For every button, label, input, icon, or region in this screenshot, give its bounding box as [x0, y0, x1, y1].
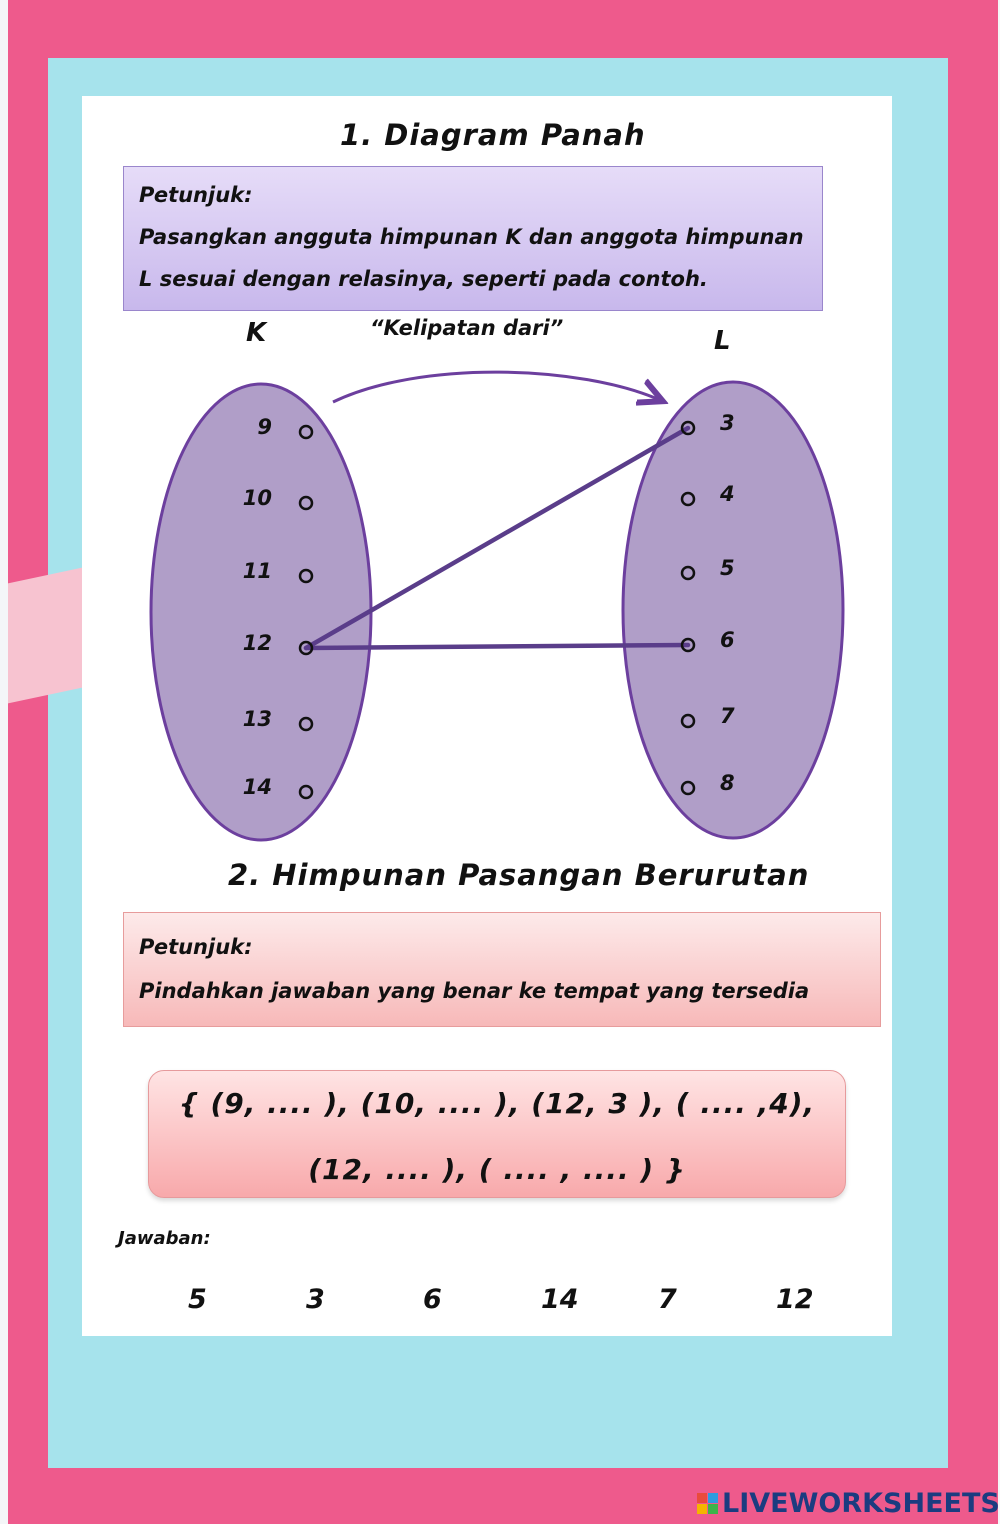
- liveworksheets-logo-icon: [697, 1493, 719, 1515]
- answer-choice[interactable]: 5: [188, 1284, 207, 1315]
- relation-arrow: [332, 370, 660, 402]
- instruction-text-line: L sesuai dengan relasinya, seperti pada …: [139, 267, 708, 291]
- set-l-element-label: 8: [720, 771, 735, 795]
- set-l-points: 3 4 5 6 7 8: [680, 411, 735, 796]
- answer-choice[interactable]: 3: [306, 1284, 325, 1315]
- set-k-element-label: 10: [243, 486, 272, 510]
- set-k-element-label: 14: [243, 775, 272, 799]
- set-k-points: 9 10 11 12 13 14: [243, 415, 314, 800]
- set-k-element-label: 9: [257, 415, 272, 439]
- set-l-element-label: 5: [720, 556, 735, 580]
- answer-choice[interactable]: 12: [776, 1284, 814, 1315]
- set-k-point[interactable]: [298, 424, 314, 440]
- watermark: LIVEWORKSHEETS: [722, 1488, 1000, 1519]
- set-l-element-label: 7: [720, 704, 735, 728]
- set-l-point[interactable]: [680, 637, 696, 653]
- set-l-point[interactable]: [680, 420, 696, 436]
- set-l-element-label: 3: [720, 411, 735, 435]
- instruction-text-line: Pasangkan angguta himpunan K dan anggota…: [139, 225, 804, 249]
- relation-label: “Kelipatan dari”: [370, 316, 564, 340]
- set-l-point[interactable]: [680, 565, 696, 581]
- answer-drop-area[interactable]: { (9, .... ), (10, .... ), (12, 3 ), ( .…: [148, 1070, 846, 1198]
- set-k-point[interactable]: [298, 568, 314, 584]
- instruction-box-2: Petunjuk: Pindahkan jawaban yang benar k…: [123, 912, 881, 1027]
- set-l-point[interactable]: [680, 491, 696, 507]
- set-k-element-label: 13: [243, 707, 272, 731]
- answer-choices-label: Jawaban:: [118, 1228, 211, 1249]
- instruction-label: Petunjuk:: [139, 935, 253, 959]
- set-k-element-label: 12: [243, 631, 272, 655]
- set-l-label: L: [714, 326, 731, 356]
- set-l-ellipse: [621, 380, 845, 840]
- set-k-ellipse: [149, 382, 373, 842]
- section-2-title: 2. Himpunan Pasangan Berurutan: [228, 858, 810, 892]
- ordered-pairs-line: (12, .... ), ( .... , .... ) }: [308, 1153, 686, 1186]
- set-k-element-label: 11: [243, 559, 272, 583]
- example-pair-line: [303, 425, 691, 651]
- instruction-box-1: Petunjuk: Pasangkan angguta himpunan K d…: [123, 166, 823, 311]
- set-k-point[interactable]: [298, 640, 314, 656]
- instruction-text-line: Pindahkan jawaban yang benar ke tempat y…: [139, 979, 810, 1003]
- set-k-point[interactable]: [298, 495, 314, 511]
- instruction-label: Petunjuk:: [139, 183, 253, 207]
- set-l-point[interactable]: [680, 713, 696, 729]
- set-l-element-label: 6: [720, 628, 735, 652]
- set-k-point[interactable]: [298, 716, 314, 732]
- set-l-element-label: 4: [719, 482, 735, 506]
- set-k-point[interactable]: [298, 784, 314, 800]
- example-pair-line: [303, 642, 691, 651]
- ordered-pairs-line: { (9, .... ), (10, .... ), (12, 3 ), ( .…: [178, 1087, 816, 1120]
- answer-choice[interactable]: 14: [541, 1284, 579, 1315]
- answer-choice[interactable]: 7: [658, 1284, 677, 1315]
- set-l-point[interactable]: [680, 780, 696, 796]
- example-pair-lines: [303, 425, 691, 651]
- set-k-label: K: [246, 318, 267, 348]
- section-1-title: 1. Diagram Panah: [340, 118, 646, 152]
- answer-choice[interactable]: 6: [423, 1284, 442, 1315]
